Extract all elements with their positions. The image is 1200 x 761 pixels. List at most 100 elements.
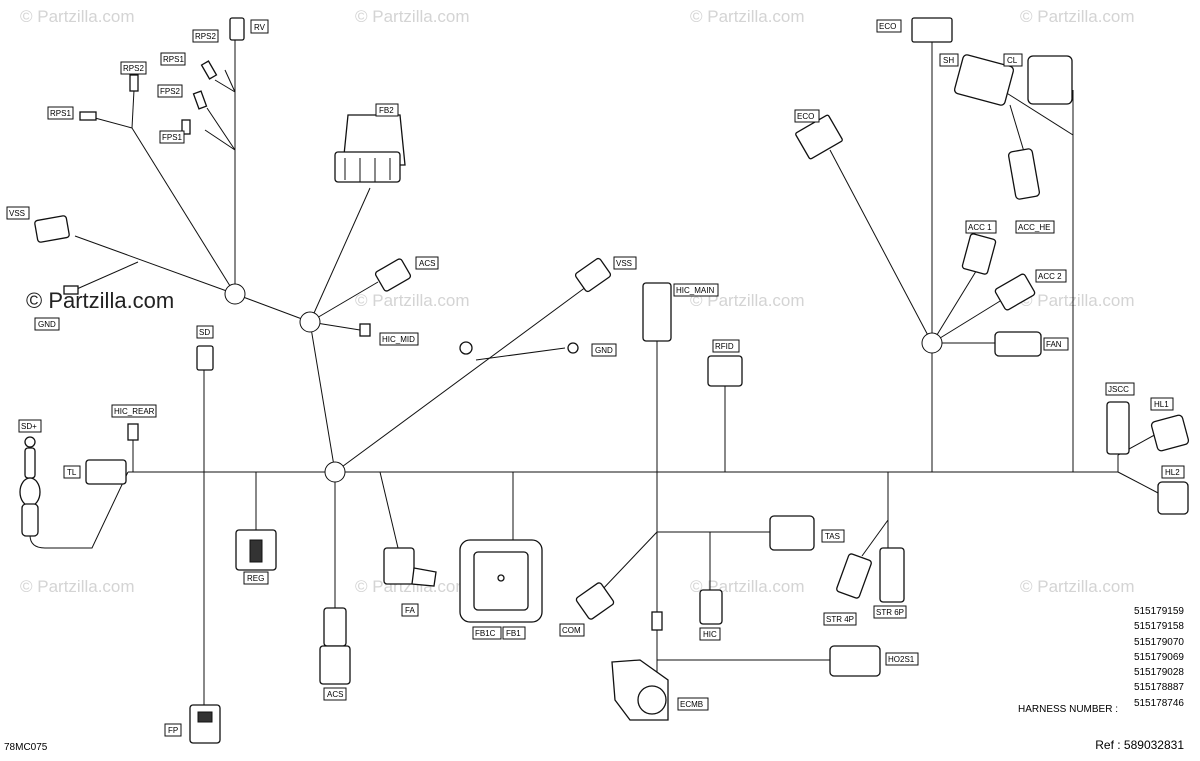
svg-text:COM: COM <box>562 626 581 635</box>
reference-number: Ref : 589032831 <box>1095 738 1184 752</box>
label-fb1c: FB1C <box>472 626 502 640</box>
label-ho2s1: HO2S1 <box>885 652 919 666</box>
svg-text:FB2: FB2 <box>379 106 394 115</box>
label-hl2: HL2 <box>1161 465 1185 479</box>
connector-str6p-shape <box>879 547 905 603</box>
connector-fb1-shape <box>459 539 543 623</box>
watermark: © Partzilla.com <box>20 7 135 26</box>
connector-fps2-shape <box>192 90 208 110</box>
connector-plug-shape <box>1007 148 1041 200</box>
connector-sh-shape <box>953 54 1015 106</box>
connector-rps1-shape <box>79 111 97 121</box>
junction-hub <box>921 332 943 354</box>
connector-tas-shape <box>769 515 815 551</box>
connector-fp-shape <box>189 704 221 744</box>
connector-tl-shape <box>85 459 127 485</box>
watermark: © Partzilla.com <box>690 7 805 26</box>
svg-text:HL2: HL2 <box>1165 468 1180 477</box>
connector-rfid-shape <box>707 355 743 387</box>
svg-text:GND: GND <box>38 320 56 329</box>
connector-fa-shape <box>383 547 415 585</box>
svg-text:FPS1: FPS1 <box>162 133 183 142</box>
label-fan: FAN <box>1043 337 1069 351</box>
svg-text:ECO: ECO <box>879 22 896 31</box>
part-number: 515179158 <box>1133 621 1184 633</box>
svg-text:FA: FA <box>405 606 415 615</box>
svg-text:FAN: FAN <box>1046 340 1062 349</box>
connector-eco-shape <box>795 114 843 160</box>
svg-text:ACC_HE: ACC_HE <box>1018 223 1050 232</box>
svg-text:FB1: FB1 <box>506 629 521 638</box>
svg-text:STR 4P: STR 4P <box>826 615 854 624</box>
connector-eco-shape <box>911 17 953 43</box>
wire-layer <box>29 40 1161 705</box>
label-hic-rear: HIC_REAR <box>111 404 157 418</box>
svg-text:TAS: TAS <box>825 532 840 541</box>
svg-text:SD+: SD+ <box>21 422 37 431</box>
connector-jscc-shape <box>1106 401 1130 455</box>
connector-hl1-shape <box>1150 414 1190 452</box>
gnd-ring-shape <box>459 341 473 355</box>
watermark-main: © Partzilla.com <box>26 288 174 313</box>
connector-rps2-shape <box>200 60 218 80</box>
watermark: © Partzilla.com <box>1020 7 1135 26</box>
label-hl1: HL1 <box>1150 397 1174 411</box>
svg-text:HO2S1: HO2S1 <box>888 655 915 664</box>
svg-text:STR 6P: STR 6P <box>876 608 904 617</box>
inline-fuse-shape <box>651 611 663 631</box>
label-rps2: RPS2 <box>192 29 219 43</box>
connector-sd-plus-shape <box>19 436 41 537</box>
label-tas: TAS <box>821 529 845 543</box>
watermark: © Partzilla.com <box>690 291 805 310</box>
label-rfid: RFID <box>712 339 740 353</box>
junction-hub <box>299 311 321 333</box>
label-vss: VSS <box>6 206 30 220</box>
label-acs: ACS <box>323 687 347 701</box>
gnd-ring-shape <box>567 342 579 354</box>
connector-fan-shape <box>994 331 1042 357</box>
svg-text:GND: GND <box>595 346 613 355</box>
label-rps1: RPS1 <box>47 106 74 120</box>
connector-hic-main-shape <box>642 282 672 342</box>
svg-text:RPS1: RPS1 <box>50 109 71 118</box>
connector-hic-rear-shape <box>127 423 139 441</box>
connector-acc2-shape <box>994 273 1036 311</box>
svg-text:RPS1: RPS1 <box>163 55 184 64</box>
watermark: © Partzilla.com <box>1020 577 1135 596</box>
svg-text:RV: RV <box>254 23 266 32</box>
connector-com-shape <box>575 582 615 620</box>
svg-text:HIC_MID: HIC_MID <box>382 335 415 344</box>
junction-layer <box>224 283 943 483</box>
connector-hl2-shape <box>1157 481 1189 515</box>
connector-acs-shape <box>323 607 347 647</box>
svg-text:ECMB: ECMB <box>680 700 703 709</box>
connector-ho2s1-shape <box>829 645 881 677</box>
label-eco: ECO <box>876 19 902 33</box>
svg-text:HIC_MAIN: HIC_MAIN <box>676 286 714 295</box>
label-tl: TL <box>63 465 81 479</box>
label-hic: HIC <box>699 627 721 641</box>
svg-text:CL: CL <box>1007 56 1018 65</box>
svg-text:JSCC: JSCC <box>1108 385 1129 394</box>
label-acs: ACS <box>415 256 439 270</box>
label-str4p: STR 4P <box>823 612 857 626</box>
connector-acc1-shape <box>961 233 997 275</box>
label-cl: CL <box>1003 53 1023 67</box>
label-hic-mid: HIC_MID <box>379 332 419 346</box>
svg-text:ACC 2: ACC 2 <box>1038 272 1062 281</box>
label-hic-main: HIC_MAIN <box>673 283 719 297</box>
label-sd: SD <box>196 325 214 339</box>
svg-text:ACS: ACS <box>419 259 435 268</box>
label-jscc: JSCC <box>1105 382 1135 396</box>
label-fb2: FB2 <box>375 103 399 117</box>
svg-text:FP: FP <box>168 726 178 735</box>
connector-rps2-shape <box>129 74 139 92</box>
svg-text:RFID: RFID <box>715 342 734 351</box>
watermark: © Partzilla.com <box>355 7 470 26</box>
part-number: 515178887 <box>1133 682 1184 694</box>
part-number-list: 515179159 515179158 515179070 515179069 … <box>1134 604 1184 711</box>
connector-cl-shape <box>1027 55 1073 105</box>
label-acc2: ACC 2 <box>1035 269 1067 283</box>
label-vss: VSS <box>613 256 637 270</box>
svg-text:REG: REG <box>247 574 264 583</box>
